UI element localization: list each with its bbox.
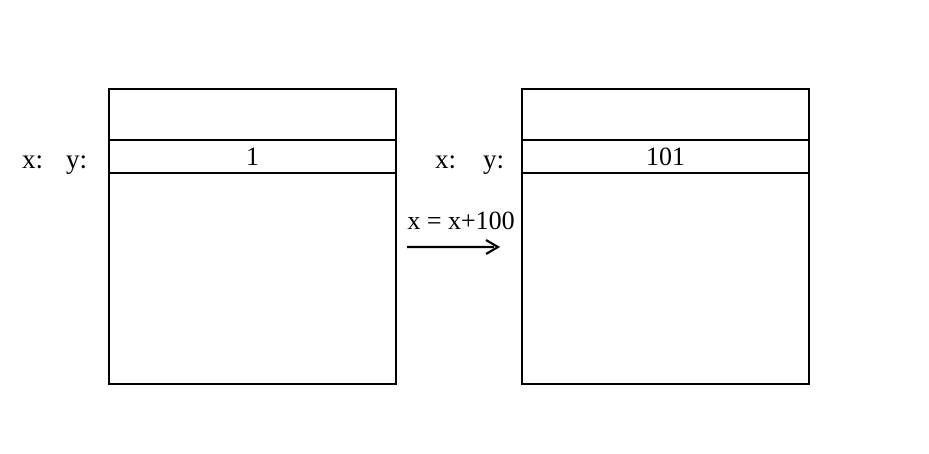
y-label-after: y: — [483, 144, 505, 174]
transition-label: x = x+100 — [407, 206, 515, 235]
y-label-before: y: — [66, 144, 88, 174]
memory-box-after-value-cell: 101 — [523, 141, 808, 174]
memory-box-after-header-section — [523, 90, 808, 141]
memory-box-before-value-cell: 1 — [110, 141, 395, 174]
value-before: 1 — [246, 141, 259, 171]
memory-box-before-header-section — [110, 90, 395, 141]
memory-box-after: 101 — [521, 88, 810, 385]
right-arrow-icon — [407, 239, 501, 255]
x-label-before: x: — [22, 144, 44, 174]
x-label-after: x: — [435, 144, 457, 174]
value-after: 101 — [646, 141, 685, 171]
memory-box-before: 1 — [108, 88, 397, 385]
